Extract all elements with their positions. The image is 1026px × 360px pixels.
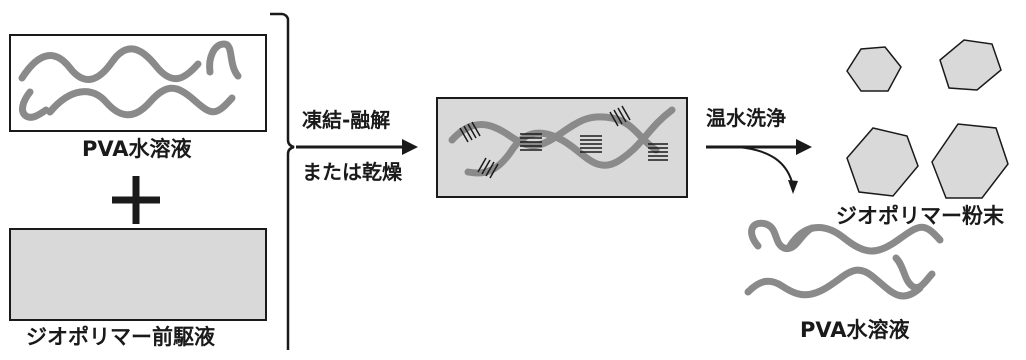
hexagon [846, 46, 902, 92]
pva-chain [786, 223, 944, 255]
pva-chains-left [18, 40, 242, 121]
pva-chain [744, 266, 924, 300]
bracket [270, 12, 295, 350]
pva-chain [18, 45, 202, 83]
hexagon [846, 127, 919, 197]
process-step2-label: 温水洗浄 [706, 106, 786, 130]
pva-chain [206, 40, 242, 80]
pva-chain [46, 84, 236, 119]
gel-chain [464, 106, 676, 177]
arrow-2 [706, 139, 812, 194]
pva-solution-label: PVA水溶液 [82, 137, 192, 161]
pva-chain [19, 88, 50, 121]
plus-sign [112, 176, 160, 224]
geopolymer-powder-label: ジオポリマー粉末 [836, 204, 1004, 228]
gel-box [436, 97, 688, 198]
crosslink-3 [477, 157, 499, 179]
gel-network [448, 106, 676, 177]
arrow-1 [296, 139, 418, 155]
pva-chain [748, 219, 816, 253]
crosslink-6 [648, 143, 668, 161]
pva-chains-right [744, 219, 944, 300]
pva-chain [892, 254, 936, 291]
geopolymer-precursor-label: ジオポリマー前駆液 [26, 325, 215, 349]
geopolymer-precursor-box [9, 228, 267, 321]
crosslink-1 [459, 121, 481, 143]
crosslink-5 [609, 105, 631, 127]
hexagon [931, 123, 1009, 199]
pva-solution-label-right: PVA水溶液 [800, 318, 910, 342]
hexagon [939, 39, 1002, 91]
crosslinks [459, 105, 668, 179]
gel-chain [448, 113, 660, 154]
crosslink-4 [580, 135, 602, 153]
crosslink-2 [520, 133, 542, 151]
hexagons [846, 39, 1009, 199]
process-step1-line2: または乾燥 [302, 160, 402, 184]
process-step1-line1: 凍結-融解 [302, 108, 391, 132]
